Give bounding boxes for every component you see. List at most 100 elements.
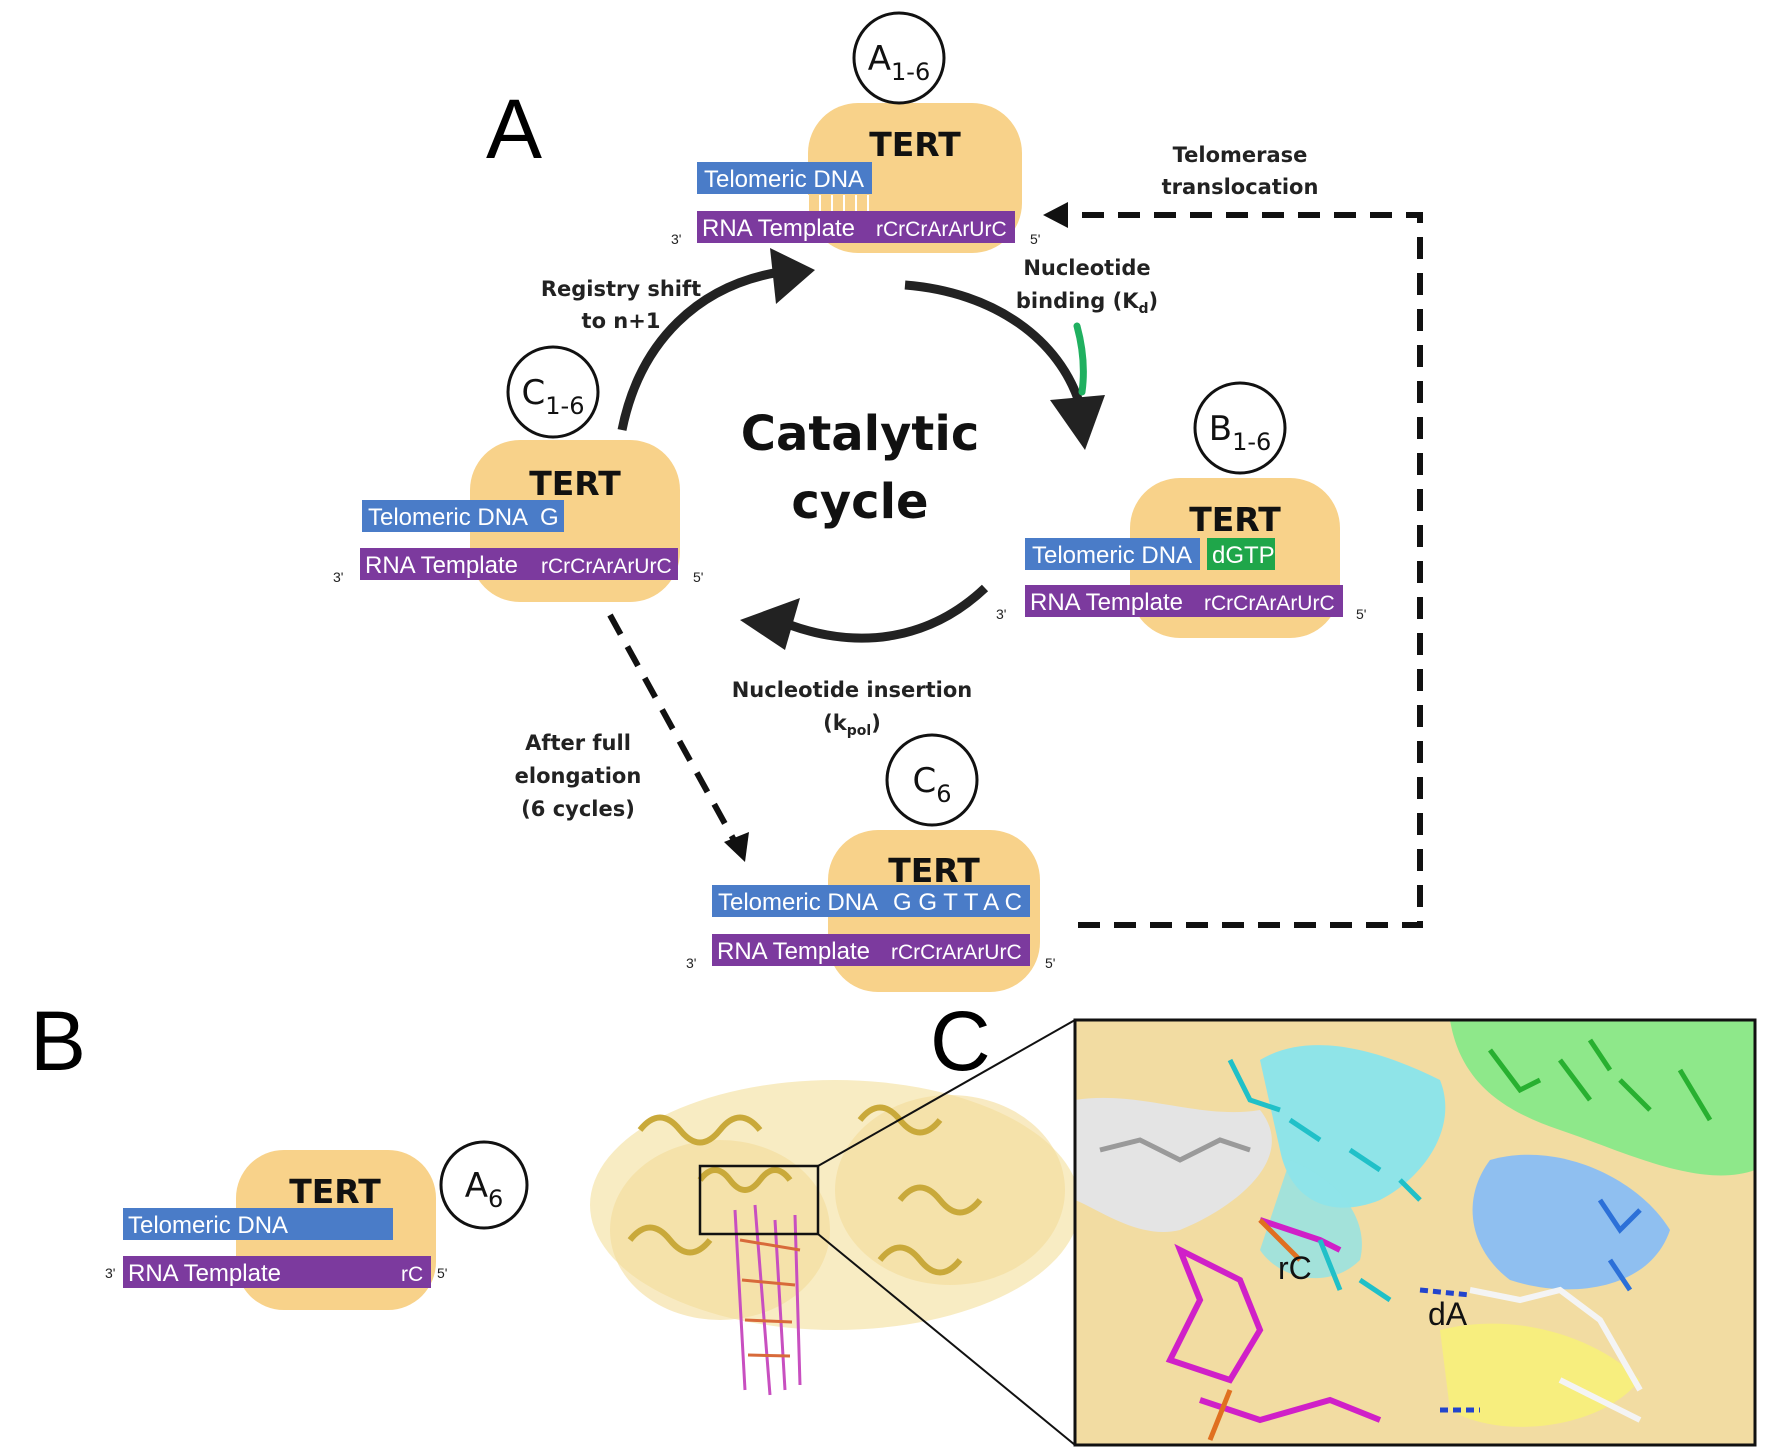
telomeric-dna-strand [123, 1208, 393, 1240]
rna-sequence: rC [401, 1263, 423, 1286]
dashed-arrows [607, 202, 1423, 928]
panel-label-c: C [930, 994, 991, 1088]
tert-label: TERT [888, 851, 980, 890]
rna-template-strand [123, 1256, 431, 1288]
base-pair-ticks [699, 195, 869, 211]
state-c16: TERT Telomeric DNA G RNA Template rCrCrA… [333, 345, 703, 602]
dgtp-label: dGTP [1212, 542, 1275, 569]
annot-registry-line1: Registry shift [541, 277, 701, 301]
state-c6: TERT Telomeric DNA G G T T A C RNA Templ… [686, 733, 1055, 992]
five-prime-end: 5' [693, 569, 703, 585]
dna-label: Telomeric DNA [128, 1212, 288, 1239]
state-badge-label: C1-6 [522, 373, 585, 420]
da-label: dA [1428, 1296, 1468, 1332]
telomeric-dna-strand [697, 162, 872, 194]
state-badge [885, 733, 979, 827]
dashed-elongation-path [607, 613, 738, 844]
arrowhead-registry-shift [770, 248, 815, 304]
annot-elongation-line3: (6 cycles) [521, 797, 635, 821]
rna-label: RNA Template [128, 1260, 281, 1287]
annotation-registry-shift: Registry shift to n+1 [541, 277, 701, 333]
arrow-registry-shift [617, 267, 781, 431]
rna-label: RNA Template [1030, 589, 1183, 616]
annotation-translocation: Telomerase translocation [1162, 143, 1319, 199]
three-prime-end: 3' [671, 231, 681, 247]
rna-template-strand [712, 934, 1030, 966]
tert-label: TERT [529, 464, 621, 503]
state-b16: TERT Telomeric DNA dGTP RNA Template rCr… [996, 381, 1366, 638]
dna-label: Telomeric DNA [704, 166, 864, 193]
state-badge-label: C6 [912, 761, 951, 808]
five-prime-end: 5' [437, 1265, 447, 1281]
state-badge [439, 1140, 529, 1230]
annot-elongation-line2: elongation [515, 764, 642, 788]
state-badge-label: A6 [465, 1166, 504, 1213]
panel-label-a: A [486, 82, 542, 176]
rna-sequence: rCrCrArArUrC [1204, 592, 1335, 615]
panel-label-b: B [30, 994, 86, 1088]
arrowhead-nucleotide-binding [1050, 395, 1105, 450]
arrowhead-nucleotide-insertion [740, 598, 800, 650]
active-site-closeup: rC dA [1073, 1018, 1757, 1447]
cycle-arrows [617, 248, 1105, 650]
state-badge [852, 11, 946, 105]
annot-registry-line2: to n+1 [582, 309, 661, 333]
dashed-translocation-path [1060, 212, 1423, 928]
added-nucleotide: G [540, 504, 559, 531]
state-a16: TERT Telomeric DNA RNA Template rCrCrArA… [671, 11, 1040, 253]
five-prime-end: 5' [1030, 231, 1040, 247]
three-prime-end: 3' [333, 569, 343, 585]
annot-translocation-line2: translocation [1162, 175, 1319, 199]
rna-template-strand [697, 211, 1015, 243]
five-prime-end: 5' [1356, 606, 1366, 622]
three-prime-end: 3' [996, 606, 1006, 622]
annot-binding-line2: binding (Kd) [1016, 289, 1158, 317]
incoming-nucleotide-mark [1073, 322, 1087, 396]
cycle-title-line1: Catalytic [741, 406, 980, 462]
five-prime-end: 5' [1045, 955, 1055, 971]
rna-sequence: rCrCrArArUrC [891, 941, 1022, 964]
rna-label: RNA Template [717, 938, 870, 965]
state-badge-label: A1-6 [868, 39, 930, 86]
rna-label: RNA Template [365, 552, 518, 579]
zoom-box [698, 1164, 820, 1236]
dgtp-nucleotide [1207, 538, 1275, 570]
rna-sequence: rCrCrArArUrC [876, 218, 1007, 241]
telomeric-dna-strand [1025, 538, 1200, 570]
tert-label: TERT [1189, 500, 1281, 539]
state-badge [1193, 381, 1287, 475]
dna-label: Telomeric DNA [718, 889, 878, 916]
state-a6: TERT Telomeric DNA RNA Template rC 3' 5'… [105, 1140, 529, 1310]
tert-label: TERT [289, 1172, 381, 1211]
annotation-full-elongation: After full elongation (6 cycles) [515, 731, 642, 821]
rna-sequence: rCrCrArArUrC [541, 555, 672, 578]
annotation-nucleotide-insertion: Nucleotide insertion (kpol) [732, 678, 973, 739]
rna-template-strand [360, 548, 678, 580]
arrowhead-translocation [1043, 202, 1068, 228]
added-nucleotides: G G T T A C [893, 889, 1022, 916]
arrow-nucleotide-insertion [788, 584, 989, 643]
telomeric-dna-strand [712, 885, 1030, 917]
protein-structure-image [590, 1019, 1080, 1446]
tert-label: TERT [869, 125, 961, 164]
dna-label: Telomeric DNA [1032, 542, 1192, 569]
annot-insertion-line1: Nucleotide insertion [732, 678, 973, 702]
annot-elongation-line1: After full [525, 731, 631, 755]
annotation-nucleotide-binding: Nucleotide binding (Kd) [1016, 256, 1158, 317]
telomeric-dna-strand [362, 500, 564, 532]
state-badge-label: B1-6 [1209, 409, 1272, 456]
three-prime-end: 3' [105, 1265, 115, 1281]
rna-template-strand [1025, 585, 1343, 617]
arrowhead-elongation [724, 832, 749, 862]
state-badge [506, 345, 600, 439]
rna-label: RNA Template [702, 215, 855, 242]
dna-label: Telomeric DNA [368, 504, 528, 531]
arrow-nucleotide-binding [904, 280, 1085, 407]
annot-translocation-line1: Telomerase [1173, 143, 1308, 167]
annot-insertion-line2: (kpol) [823, 711, 881, 739]
cycle-title-line2: cycle [791, 474, 928, 530]
rc-label: rC [1278, 1250, 1312, 1286]
three-prime-end: 3' [686, 955, 696, 971]
annot-binding-line1: Nucleotide [1023, 256, 1150, 280]
